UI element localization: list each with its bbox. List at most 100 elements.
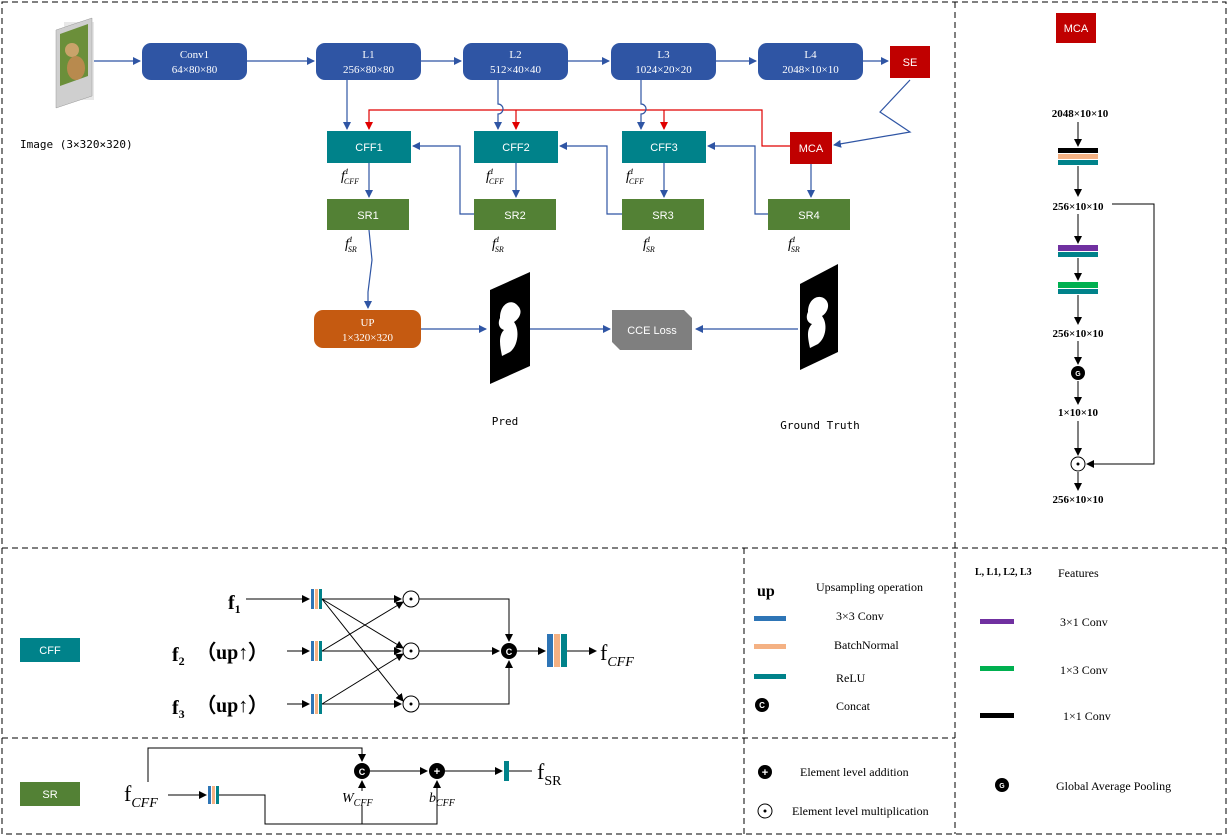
se-label: SE (903, 57, 918, 69)
legend-relu-text: ReLU (836, 671, 866, 685)
cff-panel-label-box (20, 638, 80, 662)
sr-input: fCFF (124, 781, 158, 811)
mca-block-3 (1058, 282, 1098, 294)
cff1-label: CFF1 (355, 142, 383, 154)
sr-w-label: WCFF (342, 791, 373, 809)
image-label: Image (3×320×320) (20, 138, 133, 151)
sr2-label: SR2 (504, 210, 525, 222)
l3-name: L3 (657, 49, 670, 61)
cff-concat-node (501, 643, 517, 659)
cff3-label: CFF3 (650, 142, 678, 154)
legend-conv1x1-text: 1×1 Conv (1063, 709, 1111, 723)
cff-output-stack (547, 634, 567, 667)
mca-panel: MCA 2048×10×10 256×10×10 256×10×10 G 1×1… (1052, 13, 1155, 506)
l3-dims: 1024×20×20 (635, 64, 692, 76)
l2-name: L2 (509, 49, 521, 61)
up-name: UP (360, 317, 374, 329)
cff2-label: CFF2 (502, 142, 530, 154)
legend-features-text: Features (1058, 566, 1099, 580)
sr3-label: SR3 (652, 210, 673, 222)
red-connections (365, 109, 790, 147)
cff-input-1: f1 (228, 592, 241, 616)
sr-arrows (147, 747, 532, 825)
sr-b-label: bCFF (429, 791, 456, 809)
mca-dim-4: 256×10×10 (1052, 494, 1104, 506)
l2-dims: 512×40×40 (490, 64, 541, 76)
cff-panel: CFF f1 f2 （up↑） f3 （up↑） C fCFF (20, 589, 634, 721)
cff-input-3: f3 (172, 697, 185, 721)
cff3-block: CFF3 (622, 131, 706, 163)
up-block: UP 1×320×320 (314, 310, 421, 348)
mca-mul-dot (1076, 462, 1080, 466)
legend-gap-symbol: G (999, 783, 1005, 790)
cff-panel-label: CFF (39, 645, 61, 657)
pred-label: Pred (492, 415, 519, 428)
sr-conv-stack (208, 786, 219, 804)
l1-dims: 256×80×80 (343, 64, 394, 76)
mca-block: MCA (790, 132, 832, 164)
legend-mul-text: Element level multiplication (792, 804, 929, 818)
backbone: Conv1 64×80×80 L1 256×80×80 L2 512×40×40… (142, 43, 863, 80)
sr4-block: SR4 (768, 199, 850, 230)
cff-concat-symbol: C (506, 647, 513, 657)
sr-panel: SR fCFF C + WCFF bCFF fSR (20, 747, 562, 825)
se-block: SE (890, 46, 930, 78)
cce-loss-label: CCE Loss (627, 325, 677, 337)
sr-output-bar (504, 761, 509, 781)
cce-loss-block: CCE Loss (612, 310, 692, 350)
mca-block-1 (1058, 148, 1098, 165)
mca-arrows (1074, 122, 1155, 491)
cff-input-2: f2 (172, 644, 185, 668)
legend-add-icon (758, 765, 772, 779)
mca-dim-0: 2048×10×10 (1052, 108, 1109, 120)
l3-block: L3 1024×20×20 (611, 43, 716, 80)
sr-panel-label-box (20, 782, 80, 806)
legend-conv1x3-text: 1×3 Conv (1060, 663, 1108, 677)
l1-name: L1 (362, 49, 374, 61)
legend-up-symbol: up (757, 583, 775, 600)
l4-name: L4 (804, 49, 817, 61)
legend-mul-dot (763, 809, 767, 813)
legend-up-text: Upsampling operation (816, 580, 923, 594)
mca-gap-node (1071, 366, 1085, 380)
pred-mask (490, 272, 530, 384)
l1-block: L1 256×80×80 (316, 43, 421, 80)
gt-label: Ground Truth (780, 419, 859, 432)
sr3-block: SR3 (622, 199, 704, 230)
cff-up-note-2: （up↑） (196, 641, 268, 664)
input-image (55, 17, 94, 109)
sr-concat-symbol: C (359, 767, 366, 777)
legend-conv1x3-swatch (980, 666, 1014, 671)
legend-conv3x3-text: 3×3 Conv (836, 609, 884, 623)
cff1-block: CFF1 (327, 131, 411, 163)
legend-concat-text: Concat (836, 699, 871, 713)
l2-block: L2 512×40×40 (463, 43, 568, 80)
sr-concat-node (354, 763, 370, 779)
sr-panel-label: SR (42, 789, 57, 801)
sr4-label: SR4 (798, 210, 819, 222)
conv1-block: Conv1 64×80×80 (142, 43, 247, 80)
cff2-block: CFF2 (474, 131, 558, 163)
mca-gap-symbol: G (1075, 371, 1081, 378)
mca-label: MCA (799, 143, 824, 155)
cff-arrows (246, 595, 597, 708)
sr2-block: SR2 (474, 199, 556, 230)
conv1-dims: 64×80×80 (172, 64, 218, 76)
legend-layers: L, L1, L2, L3 Features 3×1 Conv 1×3 Conv… (975, 566, 1171, 793)
legend-concat-symbol: C (759, 701, 765, 710)
sr-add-symbol: + (434, 766, 440, 778)
gt-mask (800, 264, 838, 370)
mca-dim-3: 1×10×10 (1058, 407, 1099, 419)
legend-operations: up Upsampling operation 3×3 Conv BatchNo… (754, 580, 929, 819)
conv1-name: Conv1 (180, 49, 209, 61)
cff-up-note-3: （up↑） (196, 694, 268, 717)
cff-output: fCFF (600, 640, 634, 670)
